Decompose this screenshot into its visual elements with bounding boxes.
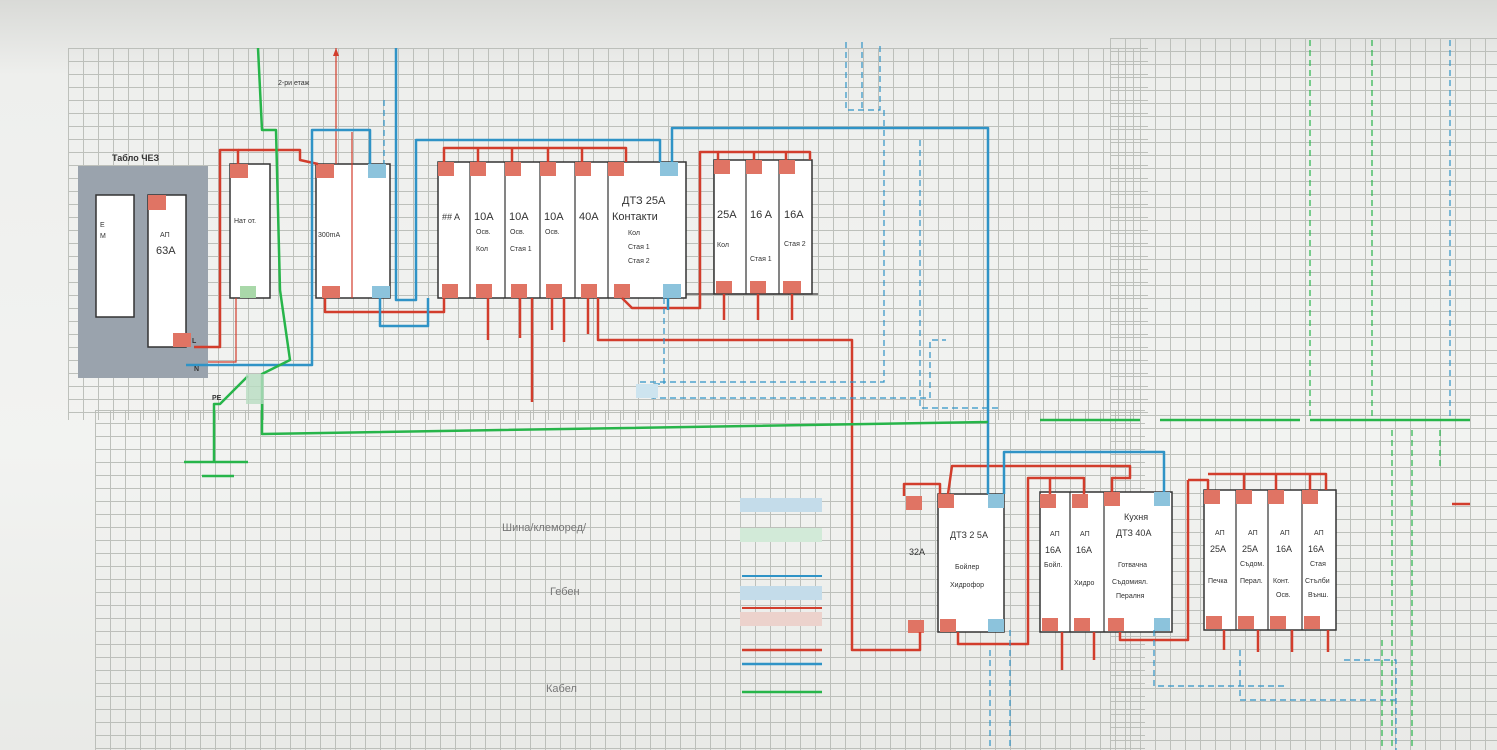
group1-slot3-name2: Стая 1 xyxy=(510,246,532,253)
kitchen-right-slot2-rating: 25A xyxy=(1242,544,1259,554)
main-breaker-module xyxy=(147,194,187,348)
group1-slot1-rating: ## A xyxy=(442,212,461,222)
rcd-300ma-module xyxy=(315,163,391,299)
kitchen-right-module xyxy=(1203,489,1337,631)
kitchen-right-slot4-name1: Стая xyxy=(1310,561,1326,568)
kitchen-right-slot4-type: АП xyxy=(1314,530,1324,537)
kitchen-right-slot4-name2: Стълби xyxy=(1305,578,1330,585)
kitchen-right-slot2-name2: Перал. xyxy=(1240,578,1263,585)
rcd-300ma-label: 300mA xyxy=(318,232,341,239)
kitchen-right-slot1-rating: 25A xyxy=(1210,544,1227,554)
group1-rcd-line3: Стая 2 xyxy=(628,258,650,265)
group1-rcd-line2: Стая 1 xyxy=(628,244,650,251)
group2-slot1-name: Кол xyxy=(717,242,729,249)
main-switch-module xyxy=(229,163,271,299)
kitchen-right-slot4-rating: 16A xyxy=(1308,544,1325,554)
kitchen-rcd25-line1: Бойлер xyxy=(955,564,980,571)
meter-label-e: E xyxy=(100,222,105,229)
kitchen-mid-slot1-type: АП xyxy=(1050,531,1060,538)
group2-slot3-rating: 16A xyxy=(784,209,804,221)
kitchen-right-slot1-type: АП xyxy=(1215,530,1225,537)
group1-slot3-name1: Осв. xyxy=(510,229,525,236)
kitchen-mid-slot2-rating: 16A xyxy=(1076,545,1093,555)
kitchen-right-slot3-name1: Конт. xyxy=(1273,578,1290,585)
kitchen-right-slot3-name2: Осв. xyxy=(1276,592,1291,599)
main-breaker-type: АП xyxy=(160,232,170,239)
main-breaker-terminal-top xyxy=(148,195,166,210)
kitchen-mid-module xyxy=(1039,491,1173,633)
kitchen-mid-rcd-line2: Съдомиял. xyxy=(1112,579,1148,586)
kitchen-right-slot2-type: АП xyxy=(1248,530,1258,537)
group2-slot2-rating: 16 A xyxy=(750,209,773,221)
meter-module xyxy=(95,194,135,318)
group1-slot4-name1: Осв. xyxy=(545,229,560,236)
kitchen-mid-rcd-title: ДТЗ 40А xyxy=(1116,528,1152,538)
kitchen-right-slot4-name3: Външ. xyxy=(1308,592,1329,599)
main-switch-label: Нат от. xyxy=(234,218,257,225)
kitchen-mid-slot1-name: Бойл. xyxy=(1044,562,1063,569)
group2-module xyxy=(713,159,813,295)
meter-label-m: M xyxy=(100,233,106,240)
n-label: N xyxy=(194,366,200,373)
legend-swatches xyxy=(740,498,822,694)
meter-panel-title: Табло ЧЕЗ xyxy=(112,153,160,163)
main-switch-terminal-top xyxy=(230,164,248,178)
group2-slot2-name: Стая 1 xyxy=(750,256,772,263)
kitchen-mid-rcd-line3: Пералня xyxy=(1116,593,1145,600)
legend-busbar: Шина/клеморед/ xyxy=(502,522,587,534)
kitchen-right-slot3-rating: 16A xyxy=(1276,544,1293,554)
kitchen-mid-rcd-line1: Готвачна xyxy=(1118,562,1148,569)
group1-slot4-rating: 10A xyxy=(544,211,564,223)
group1-rcd-line1: Кол xyxy=(628,230,640,237)
group2-slot3-name: Стая 2 xyxy=(784,241,806,248)
group1-slot3-rating: 10A xyxy=(509,211,529,223)
group1-slot2-rating: 10A xyxy=(474,211,494,223)
group1-rcd-title: ДТЗ 25А xyxy=(622,195,666,207)
kitchen-rcd-25a-module xyxy=(937,493,1005,633)
group1-slot2-name2: Кол xyxy=(476,246,488,253)
main-breaker-rating: 63A xyxy=(156,245,176,257)
group1-slot5-rating: 40A xyxy=(579,211,599,223)
kitchen-mid-slot1-rating: 16A xyxy=(1045,545,1062,555)
rcd-300ma-term-br xyxy=(372,286,390,298)
legend-conduit: Гебен xyxy=(550,586,580,598)
grid-right xyxy=(1110,38,1497,750)
kitchen-right-slot1-name: Печка xyxy=(1208,578,1228,585)
rcd-300ma-term-tl xyxy=(316,164,334,178)
second-floor-note: 2-ри етаж xyxy=(278,80,310,87)
group1-slot2-name1: Осв. xyxy=(476,229,491,236)
kitchen-mid-slot2-type: АП xyxy=(1080,531,1090,538)
group1-rcd-subtitle: Контакти xyxy=(612,211,658,223)
pe-label: PE xyxy=(212,395,222,402)
legend-cable: Кабел xyxy=(546,683,577,695)
rcd-300ma-term-bl xyxy=(322,286,340,298)
kitchen-rcd25-title: ДТЗ 2 5А xyxy=(950,530,988,540)
group2-slot1-rating: 25A xyxy=(717,209,737,221)
kitchen-mid-slot2-name: Хидро xyxy=(1074,580,1095,587)
kitchen-right-slot2-name1: Съдом. xyxy=(1240,561,1265,568)
main-breaker-terminal-bottom xyxy=(173,333,191,347)
kitchen-feed-rating: 32A xyxy=(909,547,926,557)
l-label: L xyxy=(192,338,197,345)
main-switch-terminal-bottom xyxy=(240,286,256,298)
rcd-300ma-term-tr xyxy=(368,164,386,178)
group1-module xyxy=(437,161,687,299)
kitchen-rcd25-line2: Хидрофор xyxy=(950,582,984,589)
kitchen-right-slot3-type: АП xyxy=(1280,530,1290,537)
kitchen-mid-title: Кухня xyxy=(1124,512,1149,522)
